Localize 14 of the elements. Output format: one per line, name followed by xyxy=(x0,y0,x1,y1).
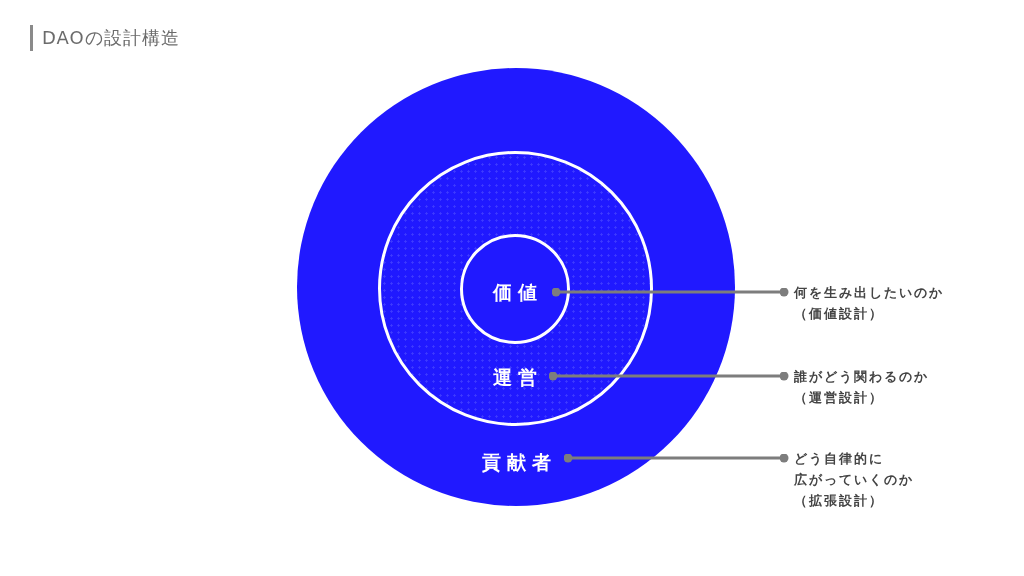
title: DAOの設計構造 xyxy=(42,26,180,50)
question-text: 何を生み出したいのか xyxy=(794,283,944,302)
circle-label: 貢献者 xyxy=(480,451,557,473)
design-label: （拡張設計） xyxy=(794,491,884,510)
circle-label: 価値 xyxy=(491,281,543,303)
circle-label: 運営 xyxy=(492,366,543,388)
leader-line xyxy=(548,371,789,381)
question-text: 誰がどう関わるのか xyxy=(794,367,929,386)
design-label: （運営設計） xyxy=(794,388,884,407)
inner-circle xyxy=(460,234,570,344)
design-label: （価値設計） xyxy=(794,304,884,323)
leader-line xyxy=(551,287,789,297)
question-text: どう自律的に広がっていくのか xyxy=(794,449,914,489)
leader-line xyxy=(563,453,789,463)
